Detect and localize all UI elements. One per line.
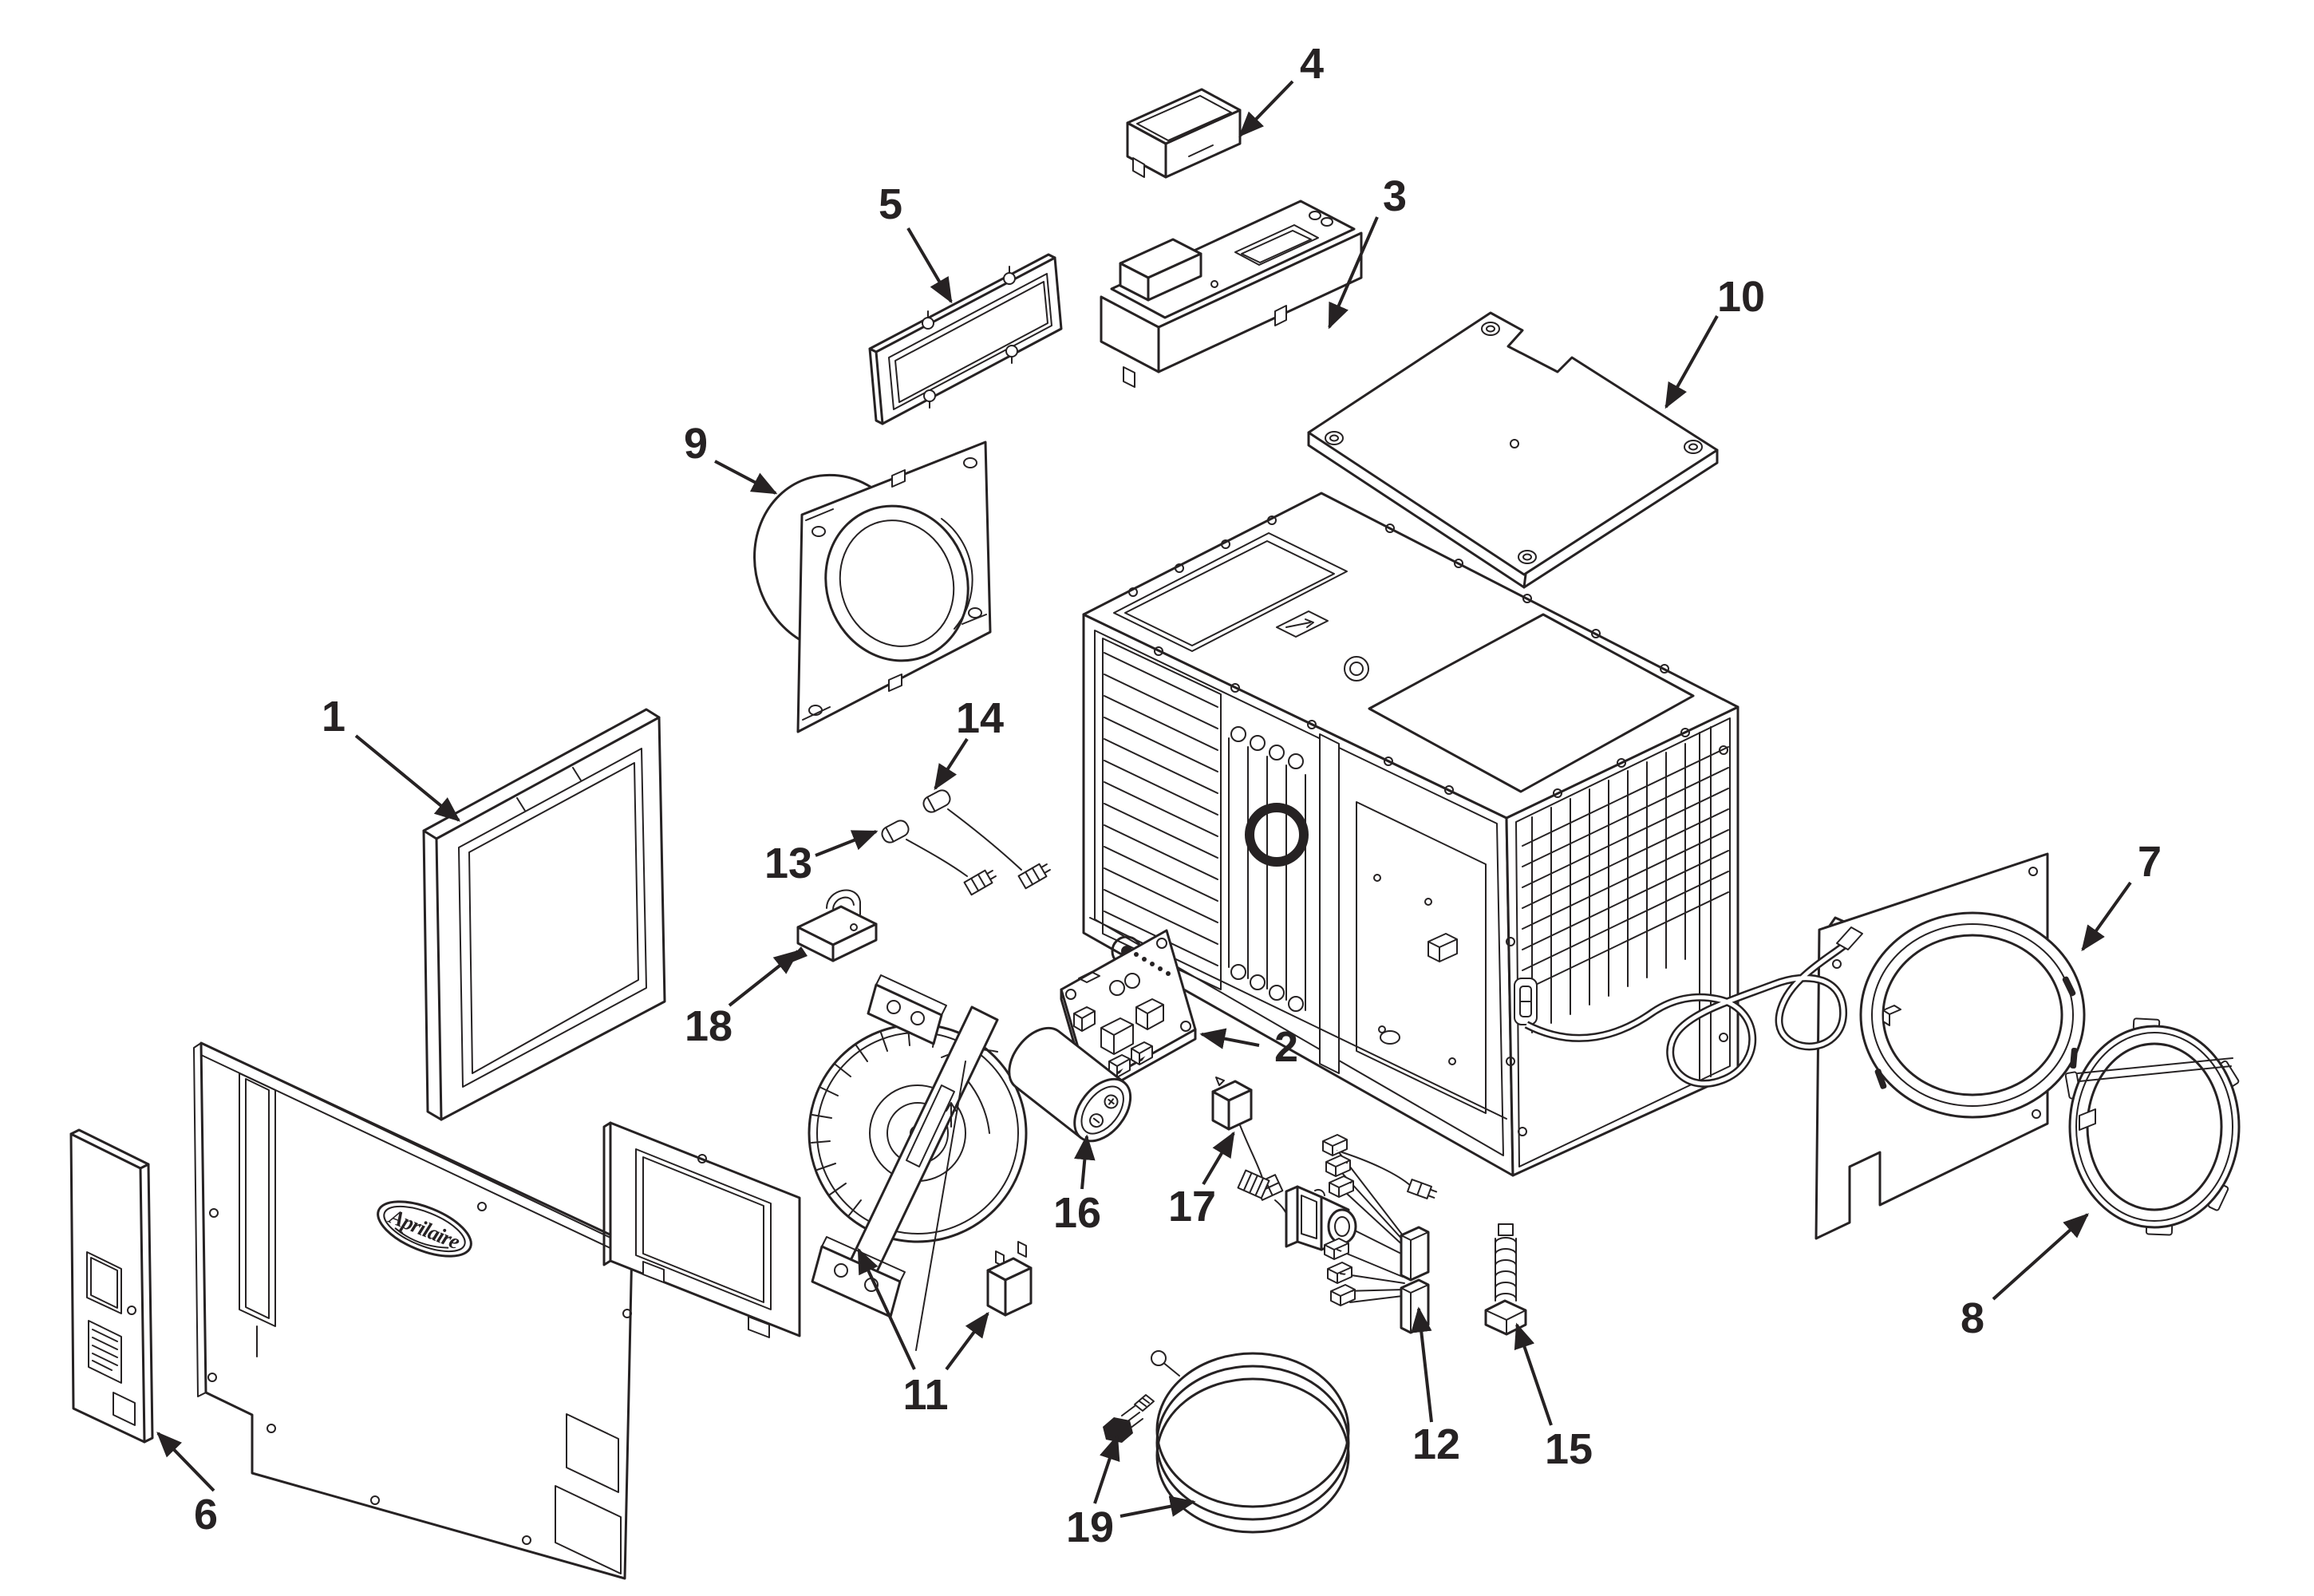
callout-5: 5 xyxy=(879,180,953,304)
callout-number: 13 xyxy=(764,839,812,887)
unit-inner-panel xyxy=(1356,801,1487,1114)
callout-8: 8 xyxy=(1961,1213,2089,1342)
callout-11: 11 xyxy=(857,1247,989,1419)
callout-14: 14 xyxy=(934,694,1004,791)
unit-left-louvers xyxy=(1102,638,1222,990)
part-7-outlet-panel xyxy=(1814,852,2086,1240)
power-cord xyxy=(1524,926,1863,1088)
part-5-access-door xyxy=(868,253,1063,425)
callout-number: 8 xyxy=(1961,1294,1984,1342)
part-19-drain-hose xyxy=(1103,1350,1350,1534)
callout-9: 9 xyxy=(684,420,778,495)
part-16-capacitor xyxy=(1008,1026,1132,1143)
callout-2: 2 xyxy=(1199,1023,1298,1071)
callout-16: 16 xyxy=(1053,1134,1101,1237)
callout-18: 18 xyxy=(685,950,800,1050)
unit-top-face xyxy=(1082,492,1739,820)
callout-12: 12 xyxy=(1411,1306,1460,1468)
callout-number: 10 xyxy=(1717,273,1765,321)
part-8-collar-ring xyxy=(2064,1017,2241,1236)
front-panel: Aprilaire xyxy=(193,1041,634,1580)
part-2-circuit-board xyxy=(1060,929,1197,1100)
hose-fitting xyxy=(1103,1394,1155,1450)
unit-top-cap xyxy=(1344,656,1369,681)
main-unit-assembly xyxy=(1082,492,1739,1177)
callout-number: 16 xyxy=(1053,1189,1101,1237)
callout-number: 2 xyxy=(1274,1023,1298,1071)
callout-13: 13 xyxy=(764,830,879,887)
blower-bracket-top xyxy=(867,974,947,1045)
callout-number: 3 xyxy=(1383,172,1407,220)
callout-10: 10 xyxy=(1664,273,1765,409)
callout-number: 5 xyxy=(879,180,902,228)
callouts: 1 2 3 4 5 6 7 8 9 10 11 12 13 14 15 16 1… xyxy=(156,40,2162,1551)
callout-number: 14 xyxy=(956,694,1004,742)
part-3-control-module xyxy=(1100,200,1363,388)
callout-number: 1 xyxy=(322,693,346,741)
callout-number: 7 xyxy=(2138,838,2162,886)
inner-outlet-panel xyxy=(602,1121,801,1338)
callout-19: 19 xyxy=(1066,1434,1196,1551)
callout-number: 9 xyxy=(684,420,708,468)
callout-number: 18 xyxy=(685,1002,733,1050)
unit-right-grid xyxy=(1522,743,1729,1033)
part-1-filter-frame xyxy=(422,708,666,1121)
rating-label xyxy=(88,1320,122,1384)
callout-number: 6 xyxy=(194,1491,218,1539)
callout-number: 15 xyxy=(1545,1425,1593,1473)
part-6-side-panel xyxy=(69,1128,154,1444)
part-12-wiring-harness xyxy=(1237,1134,1438,1334)
callout-15: 15 xyxy=(1514,1322,1593,1473)
callout-1: 1 xyxy=(322,693,461,822)
callout-17: 17 xyxy=(1168,1131,1235,1231)
part-15-bolt xyxy=(1484,1223,1527,1336)
callout-number: 19 xyxy=(1066,1503,1114,1551)
part-10-top-cover-panel xyxy=(1307,311,1719,589)
callout-number: 11 xyxy=(902,1371,948,1419)
part-11-blower-assembly xyxy=(808,974,1033,1351)
callout-7: 7 xyxy=(2081,838,2162,952)
unit-top-grille xyxy=(1368,613,1695,793)
callout-number: 4 xyxy=(1300,40,1324,88)
callout-number: 17 xyxy=(1168,1183,1216,1231)
callout-3: 3 xyxy=(1328,172,1407,330)
callout-number: 12 xyxy=(1412,1420,1460,1468)
thermal-switch xyxy=(986,1241,1033,1317)
part-17-relay xyxy=(1211,1077,1284,1201)
unit-top-screws xyxy=(1128,516,1690,798)
part-14-sensor-cable xyxy=(922,789,1051,890)
part-18-clip-bracket xyxy=(784,889,878,966)
unit-evaporator-coil xyxy=(1228,726,1309,1012)
power-switch xyxy=(1514,978,1538,1025)
part-13-sensor-cable xyxy=(881,820,997,896)
callout-4: 4 xyxy=(1238,40,1324,137)
part-9-fan-venturi xyxy=(753,440,992,733)
callout-6: 6 xyxy=(156,1432,218,1539)
part-4-control-cover xyxy=(1126,88,1242,179)
